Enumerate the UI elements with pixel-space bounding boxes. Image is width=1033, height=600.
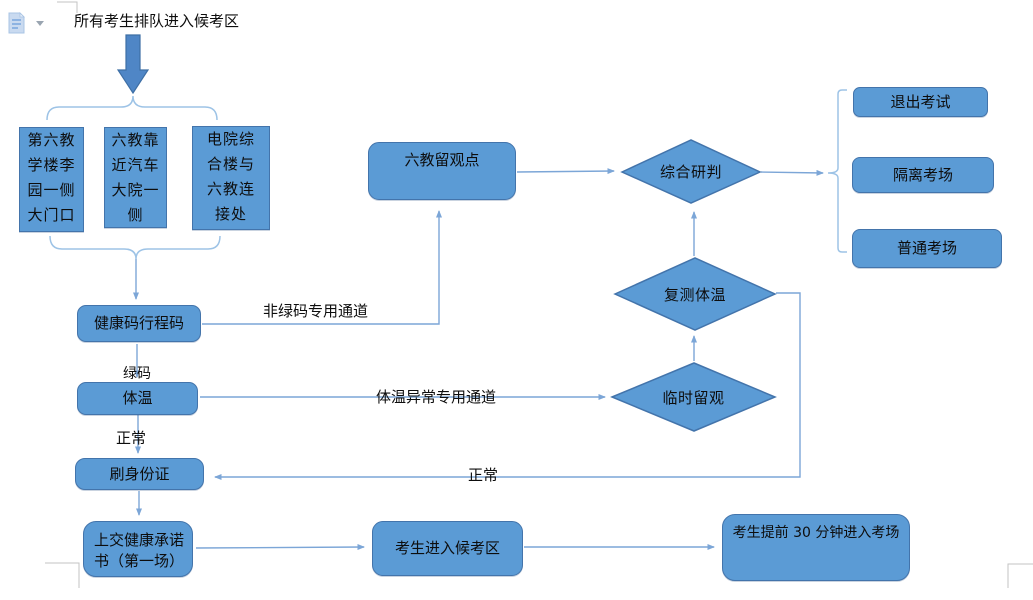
diamond-label-retest: 复测体温 (663, 285, 726, 304)
start-label: 所有考生排队进入候考区 (74, 12, 240, 30)
chevron-down-icon (36, 21, 44, 26)
brace-outcomes (827, 89, 847, 253)
node-enter-exam-room[interactable]: 考生提前 30 分钟进入考场 (722, 514, 910, 581)
connector-observation-to-judgement (516, 168, 615, 175)
node-outcome-exit-exam[interactable]: 退出考试 (853, 87, 988, 117)
diamond-retest[interactable] (613, 257, 777, 331)
edge-label-non-green-channel: 非绿码专用通道 (263, 302, 369, 320)
node-health-code[interactable]: 健康码行程码 (77, 305, 201, 342)
edge-label-normal-temperature: 正常 (116, 429, 147, 447)
connector-retest-to-idcheck (214, 292, 801, 480)
diamond-label-temp-observation: 临时留观 (662, 388, 725, 407)
diamond-temp-observation[interactable] (610, 362, 777, 432)
document-icon (8, 12, 25, 34)
node-temperature[interactable]: 体温 (77, 382, 198, 415)
node-entrance-2[interactable]: 六教靠近汽车大院一侧 (104, 127, 167, 228)
node-entrance-3[interactable]: 电院综合楼与六教连接处 (192, 126, 270, 230)
connector-healthcode-to-observation (202, 210, 442, 325)
node-commitment-letter[interactable]: 上交健康承诺书（第一场） (83, 521, 193, 577)
diamond-judgement[interactable] (620, 139, 762, 204)
block-down-arrow[interactable] (116, 34, 150, 95)
connector-judgement-to-outcomes (760, 169, 824, 176)
node-observation-point[interactable]: 六教留观点 (368, 142, 516, 200)
brace-top (46, 95, 218, 121)
text-boundary-mark-top (57, 1, 78, 13)
edge-label-temp-abnormal-channel: 体温异常专用通道 (376, 388, 497, 406)
document-options-icon[interactable] (6, 12, 46, 36)
node-id-check[interactable]: 刷身份证 (75, 458, 204, 490)
node-outcome-normal-room[interactable]: 普通考场 (852, 229, 1002, 268)
node-waiting-area[interactable]: 考生进入候考区 (372, 521, 523, 576)
text-boundary-mark-bottom-left (45, 562, 80, 588)
node-outcome-isolated-room[interactable]: 隔离考场 (852, 157, 994, 193)
diamond-label-judgement: 综合研判 (659, 163, 722, 181)
brace-bottom (49, 235, 221, 260)
connector-commitment-to-waiting (195, 544, 365, 551)
edge-label-green-code: 绿码 (123, 366, 151, 382)
edge-label-normal-retest: 正常 (468, 466, 499, 484)
text-boundary-mark-bottom-right (1007, 563, 1033, 588)
node-entrance-1[interactable]: 第六教学楼李园一侧大门口 (19, 127, 84, 232)
